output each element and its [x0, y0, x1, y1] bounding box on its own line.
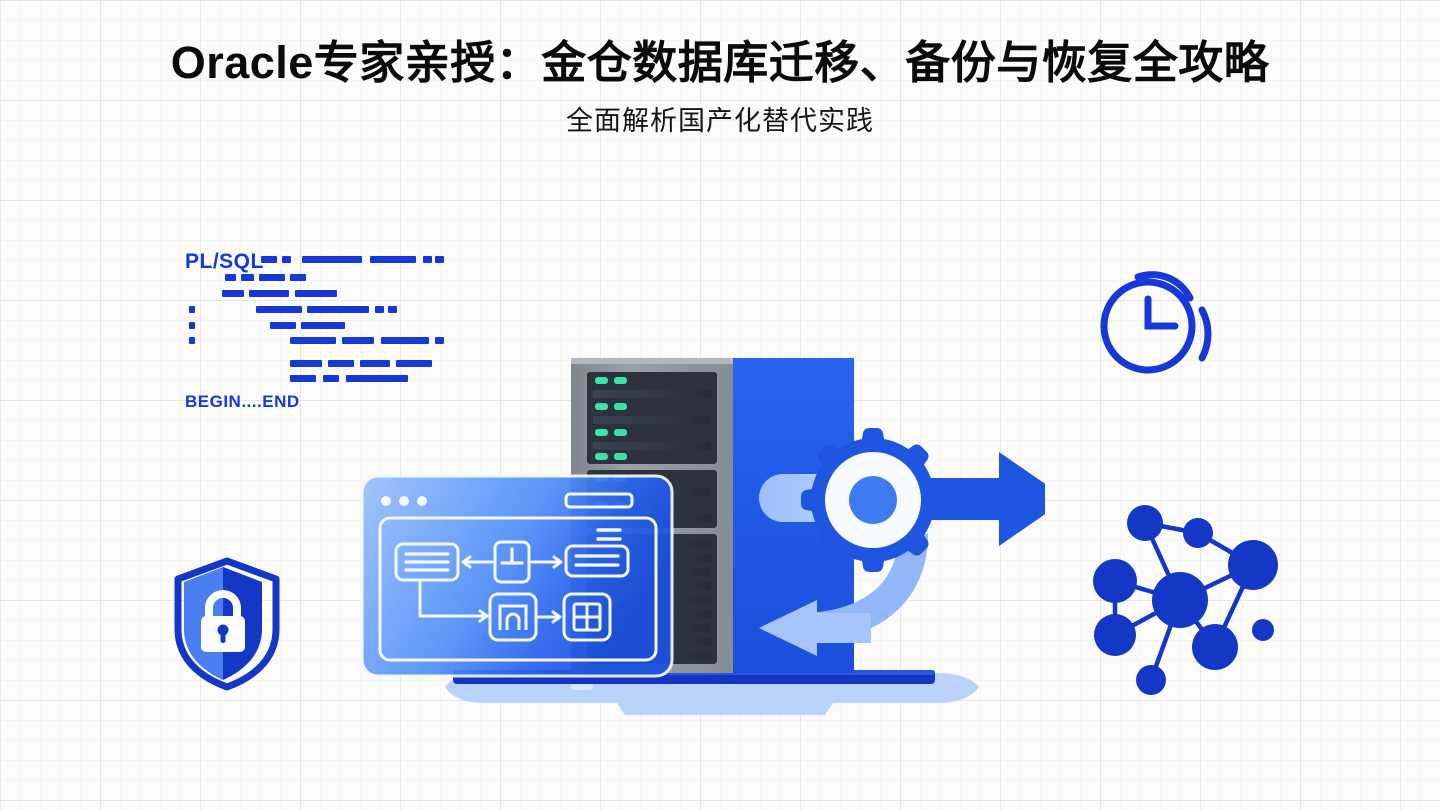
slide-header: Oracle专家亲授：金仓数据库迁移、备份与恢复全攻略 全面解析国产化替代实践	[0, 37, 1440, 138]
clock-arc-outer	[1134, 271, 1194, 302]
window-minor-lines	[596, 528, 622, 541]
security-shield-icon	[174, 557, 280, 691]
page-subtitle: 全面解析国产化替代实践	[566, 106, 874, 137]
arrow-left-restore-head	[759, 600, 817, 656]
code-label-plsql: PL/SQL	[185, 250, 264, 273]
arrow-left-restore-tail	[811, 613, 871, 643]
gear-icon	[800, 427, 946, 573]
gear-hub	[849, 476, 897, 524]
node-merge	[493, 540, 531, 584]
code-label-begin-end: BEGIN....END	[185, 392, 300, 411]
arrow-right-migrate	[877, 452, 1045, 546]
window-dots	[381, 496, 427, 506]
node-list	[394, 542, 460, 582]
clock-icon	[1100, 271, 1212, 374]
page-title: Oracle专家亲授：金仓数据库迁移、备份与恢复全攻略	[170, 37, 1270, 88]
plsql-code-block: PL/SQL	[185, 250, 444, 411]
server-chassis-top	[571, 358, 733, 364]
clock-arc-side	[1198, 306, 1212, 362]
window-title-pill	[564, 492, 634, 509]
clock-face	[1100, 278, 1196, 374]
network-topology-icon	[1093, 505, 1278, 695]
flow-connectors	[418, 555, 563, 624]
node-archive	[488, 592, 538, 642]
node-record	[564, 544, 630, 578]
node-grid	[562, 592, 612, 642]
lock-icon	[201, 590, 245, 652]
clock-hands	[1144, 295, 1179, 330]
window-frame	[360, 474, 674, 678]
server-slots-upper	[593, 390, 711, 450]
network-nodes	[1093, 505, 1278, 695]
shield-outline	[174, 557, 280, 691]
window-content-border	[378, 516, 658, 662]
server-leds-upper	[595, 377, 627, 460]
flow-diagram-window	[360, 474, 674, 678]
